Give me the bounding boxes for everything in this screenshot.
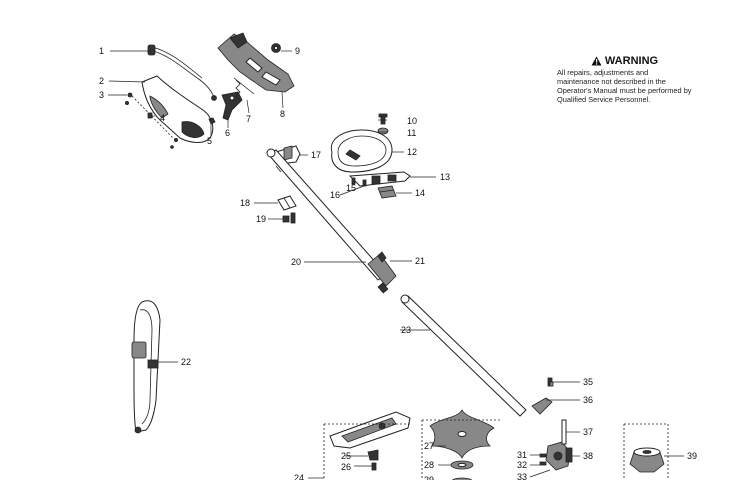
part-2-handle-housing: [131, 75, 214, 143]
label-part-11: 11: [407, 128, 416, 138]
label-part-25: 25: [341, 451, 351, 461]
part-5-nut: [208, 117, 216, 125]
part-35-pin: [547, 377, 554, 387]
label-part-24: 24: [294, 473, 304, 480]
part-13-guard-bracket: [348, 171, 411, 187]
label-part-26: 26: [341, 462, 351, 472]
part-36-clip: [531, 397, 553, 415]
part-3-screws: [125, 92, 178, 149]
part-39-trimmer-head: [623, 423, 669, 480]
label-part-8: 8: [280, 109, 285, 119]
leader-lines: [108, 50, 684, 479]
label-part-17: 17: [311, 150, 321, 160]
label-part-12: 12: [407, 147, 417, 157]
label-part-7: 7: [246, 114, 251, 124]
label-part-16: 16: [330, 190, 340, 200]
label-part-22: 22: [181, 357, 191, 367]
part-15-screw: [351, 177, 356, 185]
warning-title: WARNING: [557, 55, 692, 67]
label-part-1: 1: [99, 46, 104, 56]
label-part-28: 28: [424, 460, 434, 470]
part-31-screw: [539, 453, 547, 458]
part-37-rod: [561, 419, 567, 445]
part-7-spring: [233, 77, 255, 101]
label-part-13: 13: [440, 172, 450, 182]
part-4-screw: [147, 112, 153, 119]
part-1-throttle-cable: [147, 44, 217, 101]
label-part-21: 21: [415, 256, 425, 266]
part-24-guard-assembly: [323, 411, 412, 480]
label-part-15: 15: [346, 183, 356, 193]
label-part-3: 3: [99, 90, 104, 100]
part-28-washer: [450, 460, 474, 470]
label-part-4: 4: [160, 113, 165, 123]
label-part-18: 18: [240, 198, 250, 208]
label-part-19: 19: [256, 214, 266, 224]
label-part-36: 36: [583, 395, 593, 405]
label-part-39: 39: [687, 451, 697, 461]
label-part-37: 37: [583, 427, 593, 437]
warning-title-text: WARNING: [604, 55, 659, 67]
part-18-clamp: [277, 195, 297, 211]
label-part-20: 20: [291, 257, 301, 267]
label-part-35: 35: [583, 377, 593, 387]
label-part-6: 6: [225, 128, 230, 138]
part-23-lower-shaft: [400, 294, 527, 417]
label-part-27: 27: [424, 441, 434, 451]
label-part-29: 29: [424, 475, 434, 480]
label-part-10: 10: [407, 116, 417, 126]
label-part-31: 31: [517, 450, 527, 460]
part-32-screw: [539, 461, 547, 466]
part-9-knob: [271, 43, 281, 53]
part-17-bracket: [275, 145, 301, 165]
part-6-trigger: [221, 91, 243, 121]
label-part-9: 9: [295, 46, 300, 56]
part-14-clamp: [377, 185, 397, 199]
label-part-23: 23: [401, 325, 411, 335]
label-part-14: 14: [415, 188, 425, 198]
warning-notice: WARNING All repairs, adjustments and mai…: [557, 55, 692, 104]
part-10-screw: [378, 113, 388, 125]
label-part-5: 5: [207, 136, 212, 146]
part-12-guard: [330, 129, 393, 173]
label-part-32: 32: [517, 460, 527, 470]
part-26-screw: [371, 462, 377, 471]
label-part-2: 2: [99, 76, 104, 86]
part-11-washer: [377, 127, 389, 135]
part-number-labels: 1 2 3 4 5 6 7 8 9 10 11 12 13 14 15 16 1…: [99, 46, 697, 480]
part-38-shaft-end: [565, 447, 573, 463]
warning-text: All repairs, adjustments and maintenance…: [557, 68, 692, 104]
part-21-coupler: [367, 251, 397, 294]
part-8-handle-half: [217, 32, 295, 93]
part-22-shoulder-strap: [131, 300, 161, 434]
part-16-screw: [362, 179, 367, 187]
part-25-blade: [367, 449, 379, 461]
label-part-38: 38: [583, 451, 593, 461]
warning-triangle-icon: [591, 56, 602, 66]
label-part-33: 33: [517, 472, 527, 480]
part-19-bolt: [282, 212, 296, 224]
